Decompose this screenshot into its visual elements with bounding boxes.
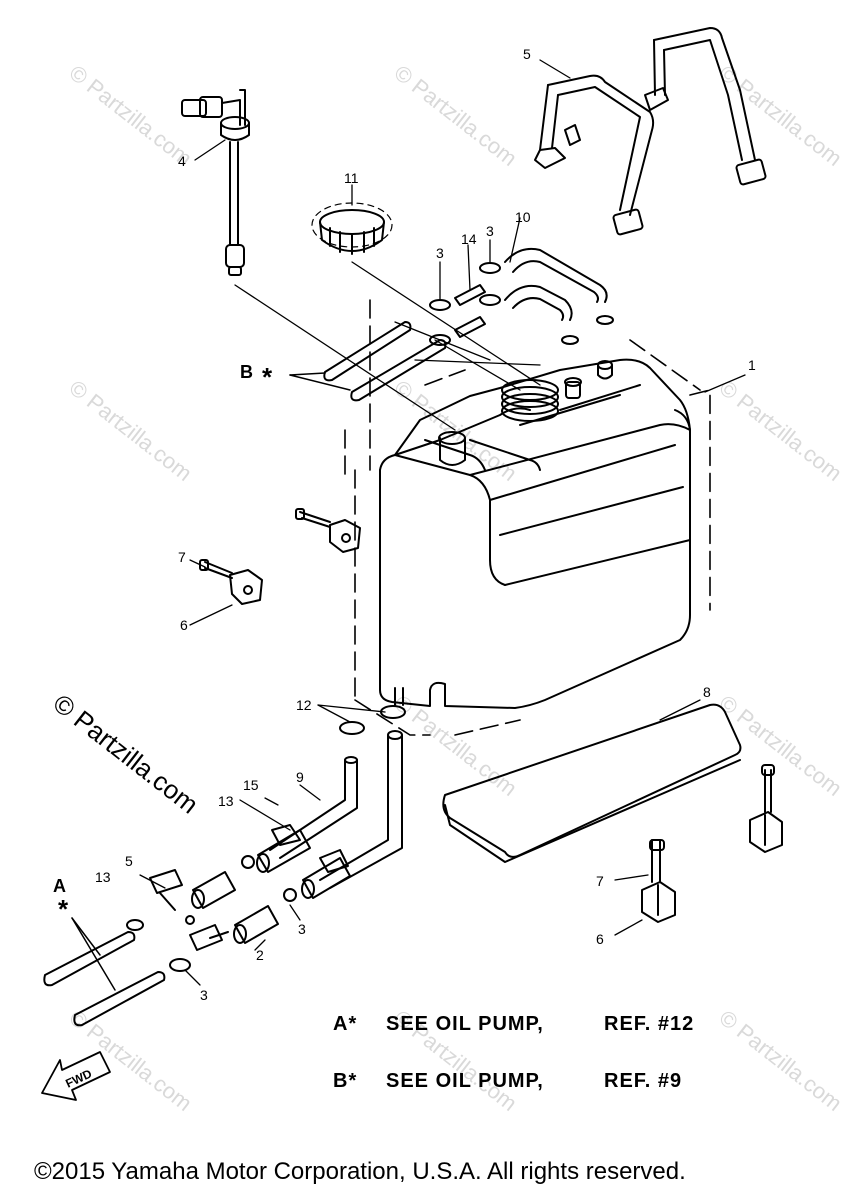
note-a-label: A*: [333, 1013, 358, 1035]
callout-leaders: [139, 59, 746, 986]
callout-3: 3: [486, 223, 494, 239]
callout-10: 10: [515, 209, 531, 225]
callout-11: 11: [344, 170, 359, 186]
callout-9: 9: [296, 769, 304, 785]
note-b-ref: REF. #9: [604, 1070, 683, 1092]
copyright: ©2015 Yamaha Motor Corporation, U.S.A. A…: [34, 1158, 686, 1185]
oil-hoses[interactable]: [269, 705, 406, 889]
note-a-text: SEE OIL PUMP,: [386, 1013, 544, 1035]
bracket-bolt-right-upper[interactable]: [749, 764, 783, 853]
filler-cap[interactable]: [311, 202, 393, 255]
note-b-text: SEE OIL PUMP,: [386, 1070, 544, 1092]
callout-7: 7: [596, 873, 604, 889]
callout-6: 6: [180, 617, 188, 633]
filter-lower[interactable]: [126, 905, 279, 972]
tank-straps[interactable]: [534, 27, 767, 236]
callout-13: 13: [95, 869, 111, 885]
callout-4: 4: [178, 153, 186, 169]
ref-b-letter: B: [240, 362, 253, 382]
callout-2: 2: [256, 947, 264, 963]
callout-3: 3: [436, 245, 444, 261]
tank-pad[interactable]: [442, 703, 742, 863]
callout-7: 7: [178, 549, 186, 565]
callout-3: 3: [298, 921, 306, 937]
ref-a-letter: A: [53, 876, 66, 896]
fwd-arrow: [41, 1051, 111, 1101]
note-a-ref: REF. #12: [604, 1013, 695, 1035]
filter-middle[interactable]: [283, 849, 351, 902]
bracket-bolt-upper[interactable]: [295, 508, 361, 553]
callout-14: 14: [461, 231, 477, 247]
hoses-a[interactable]: [43, 931, 166, 1027]
callout-5: 5: [523, 46, 531, 62]
ref-b-star: *: [262, 362, 273, 392]
filter-left[interactable]: [149, 869, 236, 925]
callout-15: 15: [243, 777, 259, 793]
ref-a-star: *: [58, 894, 69, 924]
callout-5: 5: [125, 853, 133, 869]
oil-tank[interactable]: [379, 358, 691, 709]
bracket-bolt-right-lower[interactable]: [641, 839, 676, 923]
callout-13: 13: [218, 793, 234, 809]
ref-leaders: [71, 372, 351, 991]
note-b-label: B*: [333, 1070, 358, 1092]
callout-12: 12: [296, 697, 312, 713]
level-gauge[interactable]: [181, 89, 250, 276]
callout-8: 8: [703, 684, 711, 700]
filter-upper[interactable]: [241, 824, 311, 873]
assembly-outline: [344, 299, 711, 736]
callout-6: 6: [596, 931, 604, 947]
leader-lines: [234, 261, 541, 431]
callout-3: 3: [200, 987, 208, 1003]
bracket-bolt-left[interactable]: [199, 559, 263, 605]
callout-1: 1: [748, 357, 756, 373]
